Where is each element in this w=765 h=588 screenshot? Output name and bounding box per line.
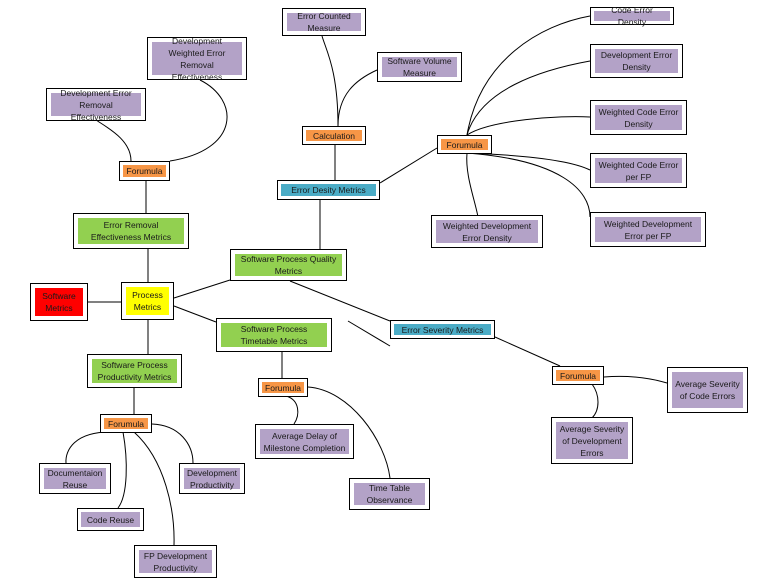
tt-formula-label: Forumula — [262, 382, 304, 393]
link-er-weighted-removal — [169, 79, 228, 162]
link-pf-code-reuse — [117, 431, 127, 509]
error-density-label: Error Desity Metrics — [281, 184, 376, 196]
dev-error-removal-label: Development Error Removal Effectiveness — [51, 88, 141, 122]
timetable-node: Software Process Timetable Metrics — [216, 318, 332, 352]
timetable-label: Software Process Timetable Metrics — [221, 323, 327, 347]
fp-dev-productivity-label: FP Development Productivity — [139, 550, 212, 573]
dev-productivity-label: Development Productivity — [184, 468, 240, 490]
pr-formula-label: Forumula — [104, 418, 148, 429]
code-reuse-node: Code Reuse — [77, 508, 144, 531]
fp-dev-productivity-node: FP Development Productivity — [134, 545, 217, 578]
weighted-code-density-label: Weighted Code Error Density — [595, 105, 682, 130]
error-removal-node: Error Removal Effectiveness Metrics — [73, 213, 189, 249]
dev-error-density-node: Development Error Density — [590, 44, 683, 78]
link-f-code-density — [466, 15, 591, 136]
calculation-label: Calculation — [306, 130, 362, 141]
avg-severity-dev-label: Average Severity of Development Errors — [556, 422, 628, 459]
weighted-dev-density-label: Weighted Development Error Density — [436, 220, 538, 243]
documentation-reuse-node: Documentaion Reuse — [39, 463, 111, 494]
software-volume-label: Software Volume Measure — [382, 56, 457, 78]
link-f-weighted-dev — [466, 152, 479, 218]
weighted-code-fp-label: Weighted Code Error per FP — [595, 158, 682, 183]
code-error-density-label: Code Error Density — [594, 5, 670, 27]
dev-error-density-label: Development Error Density — [595, 49, 678, 73]
dev-productivity-node: Development Productivity — [179, 463, 245, 494]
software-volume-node: Software Volume Measure — [377, 52, 462, 82]
link-quality-severity-a — [347, 320, 391, 347]
productivity-label: Software Process Productivity Metrics — [92, 359, 177, 383]
link-calc-counted — [321, 35, 339, 127]
software-metrics-node: Software Metrics — [30, 283, 88, 321]
link-f-weighted-code-fp — [466, 152, 591, 171]
process-metrics-node: Process Metrics — [121, 282, 174, 320]
link-process-quality — [173, 279, 231, 299]
link-pf-fp — [133, 431, 175, 546]
error-counted-node: Error Counted Measure — [282, 8, 366, 36]
error-severity-label: Error Severity Metrics — [394, 324, 491, 335]
weighted-code-density-node: Weighted Code Error Density — [590, 100, 687, 135]
link-f-weighted-dev-fp — [466, 152, 591, 218]
avg-delay-label: Average Delay of Milestone Completion — [260, 429, 349, 454]
calculation-node: Calculation — [302, 126, 366, 145]
es-formula-label: Forumula — [556, 370, 600, 381]
avg-delay-node: Average Delay of Milestone Completion — [255, 424, 354, 459]
dev-weighted-removal-node: Development Weighted Error Removal Effec… — [147, 36, 247, 82]
documentation-reuse-label: Documentaion Reuse — [44, 468, 106, 490]
dev-error-removal-node: Development Error Removal Effectiveness — [46, 88, 146, 122]
link-f-weighted-code — [466, 116, 591, 136]
weighted-dev-fp-label: Weighted Development Error per FP — [595, 217, 701, 242]
weighted-code-fp-node: Weighted Code Error per FP — [590, 153, 687, 188]
link-calc-volume — [337, 69, 378, 127]
code-reuse-label: Code Reuse — [81, 512, 140, 527]
avg-severity-code-label: Average Severity of Code Errors — [672, 372, 743, 408]
link-density-formula — [379, 147, 438, 184]
process-metrics-label: Process Metrics — [126, 287, 169, 315]
link-f-dev-density — [466, 60, 591, 136]
link-severity-formula — [494, 336, 561, 367]
es-formula-node: Forumula — [552, 366, 604, 385]
error-removal-label: Error Removal Effectiveness Metrics — [78, 218, 184, 244]
er-formula-label: Forumula — [123, 165, 166, 177]
timetable-observance-label: Time Table Observance — [354, 483, 425, 505]
error-density-node: Error Desity Metrics — [277, 180, 380, 200]
link-sf-code — [603, 375, 668, 384]
error-severity-node: Error Severity Metrics — [390, 320, 495, 339]
avg-severity-dev-node: Average Severity of Development Errors — [551, 417, 633, 464]
pr-formula-node: Forumula — [100, 414, 152, 433]
link-pf-dev-prod — [151, 423, 194, 464]
link-pf-doc-reuse — [65, 431, 111, 464]
link-quality-severity — [289, 280, 391, 322]
link-er-dev-removal — [95, 119, 132, 162]
link-process-timetable — [173, 305, 217, 323]
code-error-density-node: Code Error Density — [590, 5, 674, 27]
software-metrics-label: Software Metrics — [35, 288, 83, 316]
er-formula-node: Forumula — [119, 161, 170, 181]
dev-weighted-removal-label: Development Weighted Error Removal Effec… — [152, 36, 242, 82]
weighted-dev-fp-node: Weighted Development Error per FP — [590, 212, 706, 247]
link-tt-delay — [285, 395, 299, 425]
quality-metrics-node: Software Process Quality Metrics — [230, 249, 347, 281]
link-sf-dev — [591, 383, 599, 419]
quality-metrics-label: Software Process Quality Metrics — [235, 254, 342, 276]
avg-severity-code-node: Average Severity of Code Errors — [667, 367, 748, 413]
link-tt-observance — [307, 386, 391, 479]
productivity-node: Software Process Productivity Metrics — [87, 354, 182, 388]
timetable-observance-node: Time Table Observance — [349, 478, 430, 510]
weighted-dev-density-node: Weighted Development Error Density — [431, 215, 543, 248]
ed-formula-label: Forumula — [441, 139, 488, 150]
tt-formula-node: Forumula — [258, 378, 308, 397]
ed-formula-node: Forumula — [437, 135, 492, 154]
error-counted-label: Error Counted Measure — [287, 11, 361, 33]
